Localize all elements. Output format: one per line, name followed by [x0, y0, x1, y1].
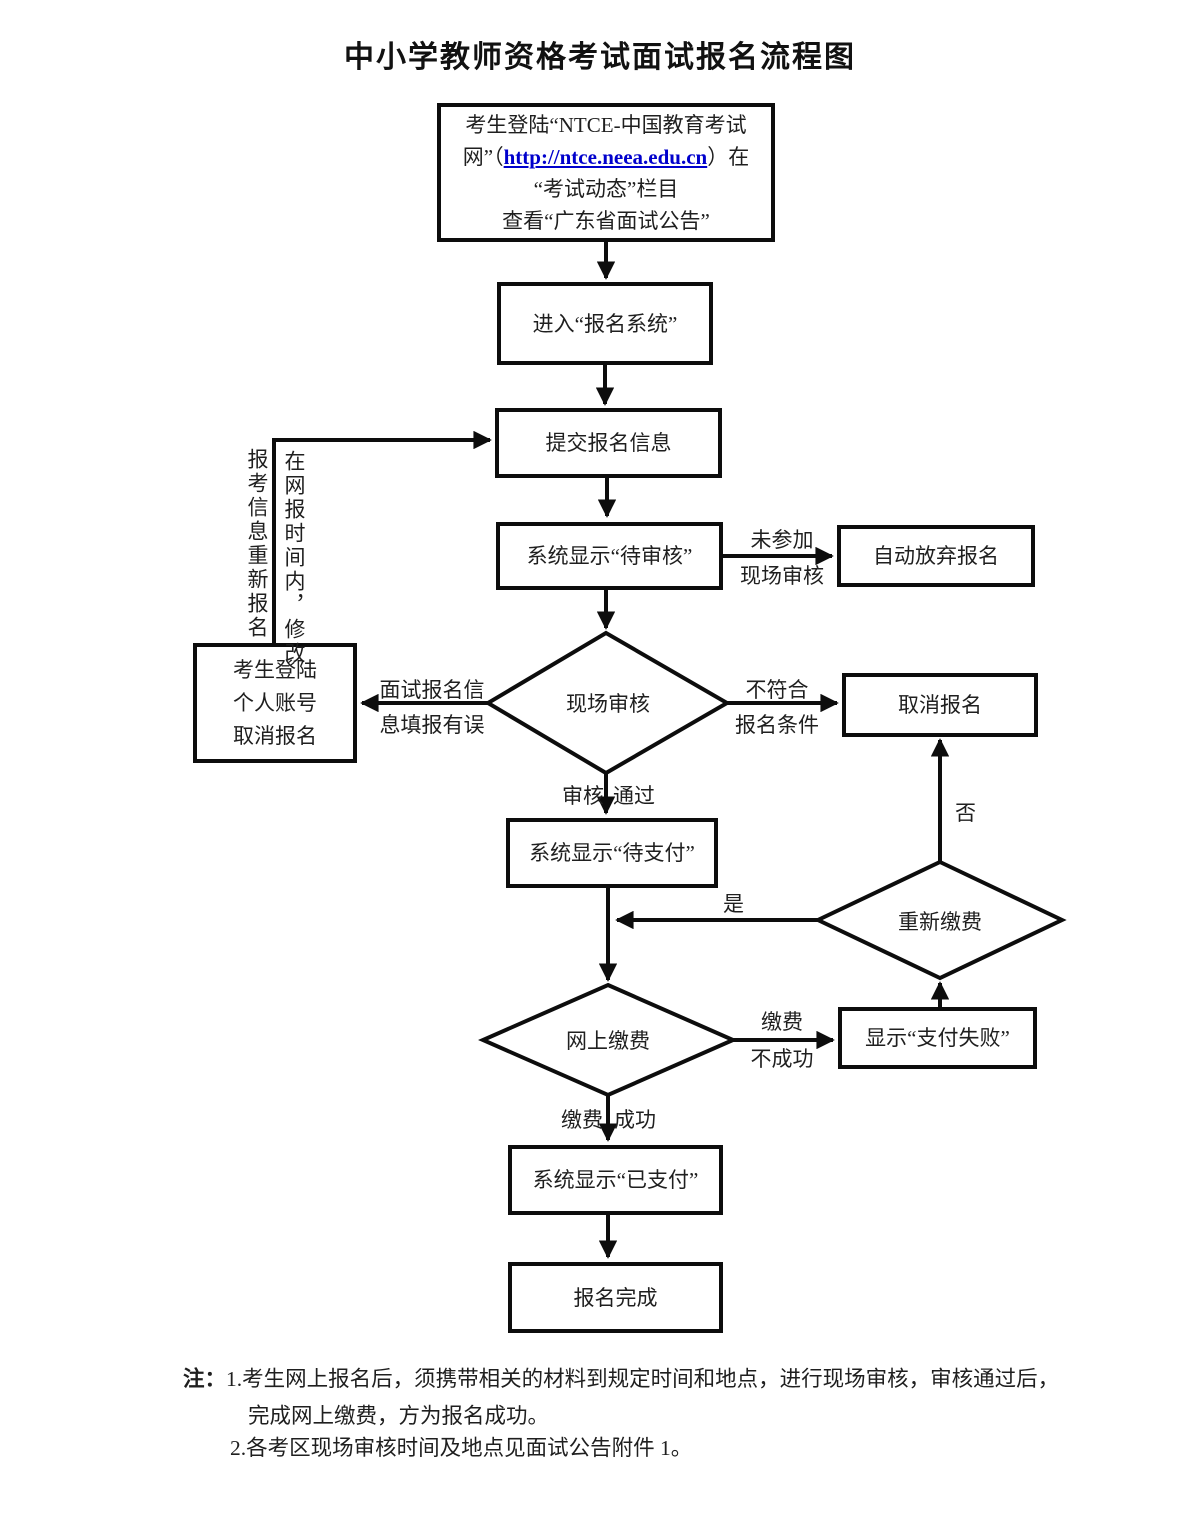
- edge-label-reregister-right: 在网报时间内，修改: [282, 450, 306, 666]
- cancel-login-line-1: 考生登陆: [233, 657, 317, 682]
- node-pending-payment: 系统显示“待支付”: [506, 818, 718, 888]
- node-notice: 考生登陆“NTCE-中国教育考试 网”（http://ntce.neea.edu…: [437, 103, 775, 242]
- edge-label-no-onsite-2: 现场审核: [740, 564, 824, 588]
- notice-line-3: “考试动态”栏目: [533, 176, 679, 201]
- edge-label-info-error-1: 面试报名信: [379, 678, 485, 702]
- edge-label-pay-success-right: 成功: [614, 1108, 656, 1132]
- node-pending-review: 系统显示“待审核”: [496, 522, 723, 590]
- node-submit-info: 提交报名信息: [495, 408, 722, 478]
- node-cancel-registration: 取消报名: [842, 673, 1038, 737]
- page-title: 中小学教师资格考试面试报名流程图: [344, 41, 856, 74]
- edge-label-no-onsite-1: 未参加: [750, 528, 814, 552]
- node-paid: 系统显示“已支付”: [508, 1145, 723, 1215]
- ntce-link[interactable]: http://ntce.neea.edu.cn: [503, 144, 708, 169]
- edge-label-reregister-left: 报考信息重新报名: [245, 448, 269, 640]
- edge-cancel-login-to-submit: [272, 430, 492, 643]
- edge-label-not-qualified-2: 报名条件: [735, 713, 819, 737]
- edge-label-pay-fail-1: 缴费: [761, 1010, 803, 1034]
- note-prefix: 注：: [183, 1367, 227, 1391]
- cancel-login-line-3: 取消报名: [233, 723, 317, 748]
- node-enter-system: 进入“报名系统”: [497, 282, 713, 365]
- edge-label-pay-fail-2: 不成功: [750, 1047, 814, 1071]
- edge-label-info-error-2: 息填报有误: [379, 713, 485, 737]
- note-line-2: 完成网上缴费，方为报名成功。: [248, 1404, 550, 1428]
- diamond-repay: [813, 859, 1067, 981]
- node-auto-abandon: 自动放弃报名: [837, 525, 1035, 587]
- edge-label-pay-success-left: 缴费: [561, 1108, 603, 1132]
- cancel-login-line-2: 个人账号: [233, 690, 317, 715]
- label-online-payment: 网上缴费: [566, 1029, 650, 1053]
- edge-label-review-pass-right: 通过: [613, 784, 655, 808]
- notice-line-4: 查看“广东省面试公告”: [502, 208, 710, 233]
- notice-line-2: 网”（http://ntce.neea.edu.cn）在: [462, 144, 750, 169]
- edge-label-not-qualified-1: 不符合: [745, 678, 809, 702]
- notice-line-1: 考生登陆“NTCE-中国教育考试: [465, 112, 747, 137]
- node-payment-failed: 显示“支付失败”: [838, 1007, 1037, 1069]
- note-line-1: 注：1.考生网上报名后，须携带相关的材料到规定时间和地点，进行现场审核，审核通过…: [183, 1367, 1060, 1391]
- edge-label-review-pass-left: 审核: [562, 784, 604, 808]
- node-cancel-login: 考生登陆 个人账号 取消报名: [193, 643, 357, 763]
- edge-label-yes: 是: [723, 892, 744, 916]
- edge-label-no: 否: [955, 801, 976, 825]
- node-complete: 报名完成: [508, 1262, 723, 1333]
- label-onsite-review: 现场审核: [566, 692, 650, 716]
- note-line-3: 2.各考区现场审核时间及地点见面试公告附件 1。: [230, 1436, 693, 1460]
- label-repay: 重新缴费: [898, 910, 982, 934]
